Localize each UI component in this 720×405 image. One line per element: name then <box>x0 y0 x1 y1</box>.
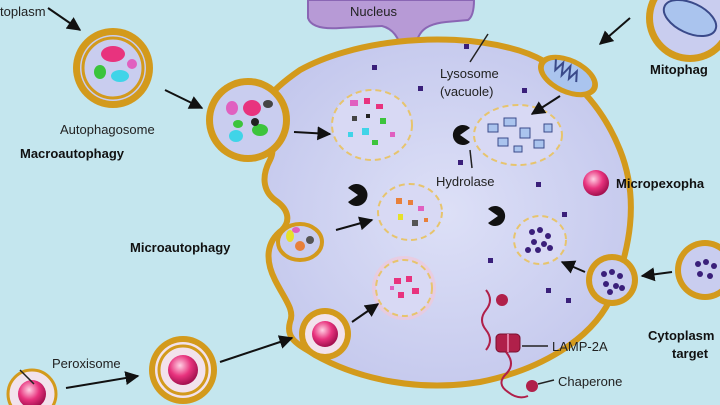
label-chaperone: Chaperone <box>558 374 622 389</box>
peroxisome-icon <box>583 170 609 196</box>
label-lysosome-1: Lysosome <box>440 66 499 81</box>
degradation-vesicle-3 <box>372 256 436 320</box>
degradation-vesicle-1 <box>331 89 413 161</box>
cvt-vesicle <box>586 254 638 306</box>
label-lamp2a: LAMP-2A <box>552 339 608 354</box>
label-cytoplasm: toplasm <box>0 4 46 19</box>
arrow-peroxisome-into-lysosome <box>351 303 380 323</box>
pacman-hydrolase-icon <box>452 124 470 145</box>
pacman-hydrolase-icon-3 <box>488 206 506 226</box>
peroxisome-autophagosome <box>149 336 217 404</box>
arrow-cytoplasm-target <box>640 267 673 282</box>
scattered-particles <box>372 44 571 303</box>
label-peroxisome: Peroxisome <box>52 356 121 371</box>
label-autophagosome: Autophagosome <box>60 122 155 137</box>
label-cytoplasm-targets-1: Cytoplasm <box>648 328 714 343</box>
label-microautophagy: Microautophagy <box>130 240 231 255</box>
peroxisome-left <box>6 368 58 405</box>
chaperone-pointer <box>537 379 555 385</box>
peroxisome-autophagosome-fused <box>299 308 351 360</box>
label-macroautophagy: Macroautophagy <box>20 146 125 161</box>
label-hydrolase: Hydrolase <box>436 174 495 189</box>
arrow-autophagosome-to-lysosome <box>219 335 294 363</box>
label-nucleus: Nucleus <box>350 4 397 19</box>
label-mitophagy: Mitophag <box>650 62 708 77</box>
pacman-hydrolase-icon-2 <box>348 184 368 206</box>
lamp2a-channel <box>481 289 538 399</box>
hydrolase-pointer <box>469 149 473 169</box>
label-lysosome-2: (vacuole) <box>440 84 493 99</box>
mitochondrion-vesicle <box>473 104 563 166</box>
arrow-top-to-left-autophagosome <box>164 89 204 109</box>
arrow-cvt-into-lysosome <box>560 260 586 274</box>
mitochondrion-icon <box>538 54 598 98</box>
arrow-mitochondrion-into-vesicle <box>530 95 561 115</box>
cytoplasm-target-vesicle <box>675 240 720 300</box>
label-cytoplasm-targets-2: target <box>672 346 709 361</box>
microautophagy-invagination <box>276 222 324 262</box>
degradation-vesicle-2 <box>377 183 443 241</box>
particle-vesicle <box>513 215 567 265</box>
autophagosome-left <box>206 78 290 162</box>
arrow-cytoplasm-to-autophagosome <box>47 7 82 31</box>
lysosome-pointer <box>469 33 489 63</box>
arrow-microautophagy <box>335 216 374 231</box>
arrow-autophagosome-into-lysosome <box>293 126 332 141</box>
arrow-mitophagy <box>598 17 631 45</box>
label-micropexophagy: Micropexopha <box>616 176 705 191</box>
autophagosome-top <box>73 28 153 108</box>
mitophagy-mitochondrion <box>646 0 720 62</box>
arrow-peroxisome-to-autophagosome <box>65 371 140 389</box>
peroxisome-pointer <box>19 369 35 385</box>
